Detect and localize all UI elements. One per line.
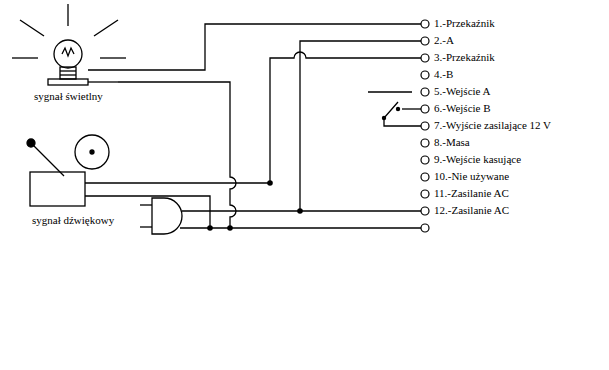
terminal-label: 10.-Nie używane — [434, 170, 509, 183]
light-bulb — [12, 4, 126, 85]
terminal-label: 1.-Przekaźnik — [434, 17, 495, 30]
terminal-label: 12.-Zasilanie AC — [434, 204, 509, 217]
wires — [85, 24, 421, 228]
terminal-label: 9.-Wejście kasujące — [434, 153, 521, 166]
terminal-label: 6.-Wejście B — [434, 102, 491, 115]
terminal-label: 8.-Masa — [434, 136, 470, 149]
signal-label: sygnał świetlny — [34, 90, 103, 103]
signal-label: sygnał dźwiękowy — [32, 214, 114, 227]
terminal-label: 5.-Wejście A — [434, 85, 491, 98]
terminal-label: 2.-A — [434, 34, 454, 47]
mains-plug — [140, 198, 182, 234]
terminal-label: 3.-Przekaźnik — [434, 51, 495, 64]
junction-dots — [207, 107, 400, 231]
terminal-label: 4.-B — [434, 68, 453, 81]
terminal-label: 7.-Wyjście zasilające 12 V — [434, 119, 551, 132]
terminal-circles — [421, 20, 429, 232]
terminal-label: 11.-Zasilanie AC — [434, 187, 509, 200]
